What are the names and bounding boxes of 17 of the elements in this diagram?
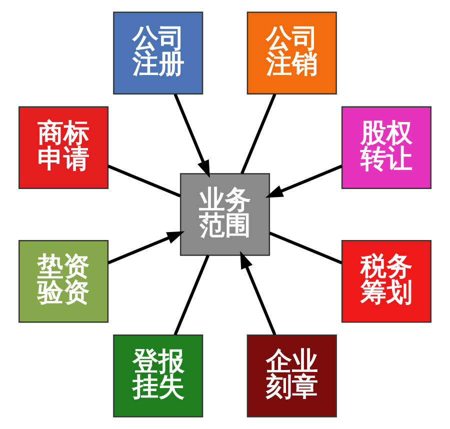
- node-box: 公司注销: [246, 12, 337, 94]
- node-box: 税务筹划: [341, 240, 432, 323]
- arrow: [265, 164, 342, 198]
- node-box: 股权转让: [341, 106, 432, 190]
- node-box: 登报挂失: [113, 334, 204, 418]
- node-box: 企业刻章: [246, 334, 337, 418]
- node-box: 业务范围: [180, 173, 270, 256]
- connector: [108, 164, 181, 198]
- arrow: [174, 94, 210, 178]
- node-box: 公司注册: [113, 12, 204, 94]
- node-box: 垫资验资: [18, 240, 109, 323]
- node-box: 商标申请: [18, 106, 109, 190]
- arrow: [108, 231, 185, 264]
- connector: [174, 254, 210, 336]
- connector: [240, 94, 276, 174]
- connector: [269, 232, 342, 264]
- arrow: [240, 250, 276, 336]
